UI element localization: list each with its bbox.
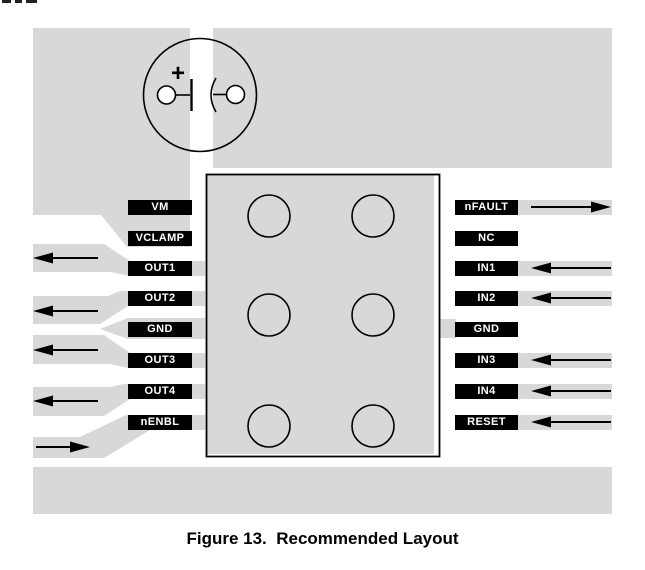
nfault-direction-arrow <box>531 201 611 213</box>
signal-direction-arrows <box>33 201 611 453</box>
in2-direction-arrow <box>531 292 611 304</box>
pin-label-gnd-left: GND <box>128 322 192 337</box>
thermal-via <box>351 194 395 238</box>
nenbl-direction-arrow <box>36 441 90 453</box>
thermal-via <box>247 194 291 238</box>
chip-footprint <box>205 173 441 458</box>
chip-outline <box>205 173 441 458</box>
capacitor-plus-icon: + <box>171 60 185 87</box>
pin-label-in3: IN3 <box>455 353 518 368</box>
pin-label-nfault: nFAULT <box>455 200 518 215</box>
pin-label-out4: OUT4 <box>128 384 192 399</box>
figure-caption: Figure 13. Recommended Layout <box>186 529 459 548</box>
pin-label-in1: IN1 <box>455 261 518 276</box>
pin-label-vm: VM <box>128 200 192 215</box>
pin-label-gnd-right: GND <box>455 322 518 337</box>
thermal-via <box>351 404 395 448</box>
out3-direction-arrow <box>33 344 98 356</box>
pin-label-in4: IN4 <box>455 384 518 399</box>
out4-direction-arrow <box>33 395 98 407</box>
pin-label-out1: OUT1 <box>128 261 192 276</box>
capacitor-left-terminal <box>156 85 177 105</box>
thermal-via <box>247 404 291 448</box>
gnd-right-trace <box>440 319 456 338</box>
in4-direction-arrow <box>531 385 611 397</box>
thermal-pad <box>207 175 434 454</box>
capacitor-negative-plate <box>210 77 217 113</box>
out1-direction-arrow <box>33 252 98 264</box>
copper-pours <box>33 28 612 514</box>
capacitor-right-terminal <box>225 84 246 105</box>
out2-direction-arrow <box>33 305 98 317</box>
pin-label-nenbl: nENBL <box>128 415 192 430</box>
in1-direction-arrow <box>531 262 611 274</box>
bottom-pour <box>33 467 612 514</box>
pin-label-nc: NC <box>455 231 518 246</box>
in3-direction-arrow <box>531 354 611 366</box>
capacitor-body-circle <box>142 37 258 153</box>
bulk-capacitor-symbol: + <box>142 37 258 153</box>
cropped-text-fragment <box>2 0 38 3</box>
pin-label-reset: RESET <box>455 415 518 430</box>
thermal-via <box>247 293 291 337</box>
top-right-pour <box>213 28 612 168</box>
thermal-via <box>351 293 395 337</box>
pin-label-in2: IN2 <box>455 291 518 306</box>
pin-label-out3: OUT3 <box>128 353 192 368</box>
vm-pour <box>33 28 190 247</box>
pin-label-out2: OUT2 <box>128 291 192 306</box>
reset-direction-arrow <box>531 416 611 428</box>
pin-label-vclamp: VCLAMP <box>128 231 192 246</box>
